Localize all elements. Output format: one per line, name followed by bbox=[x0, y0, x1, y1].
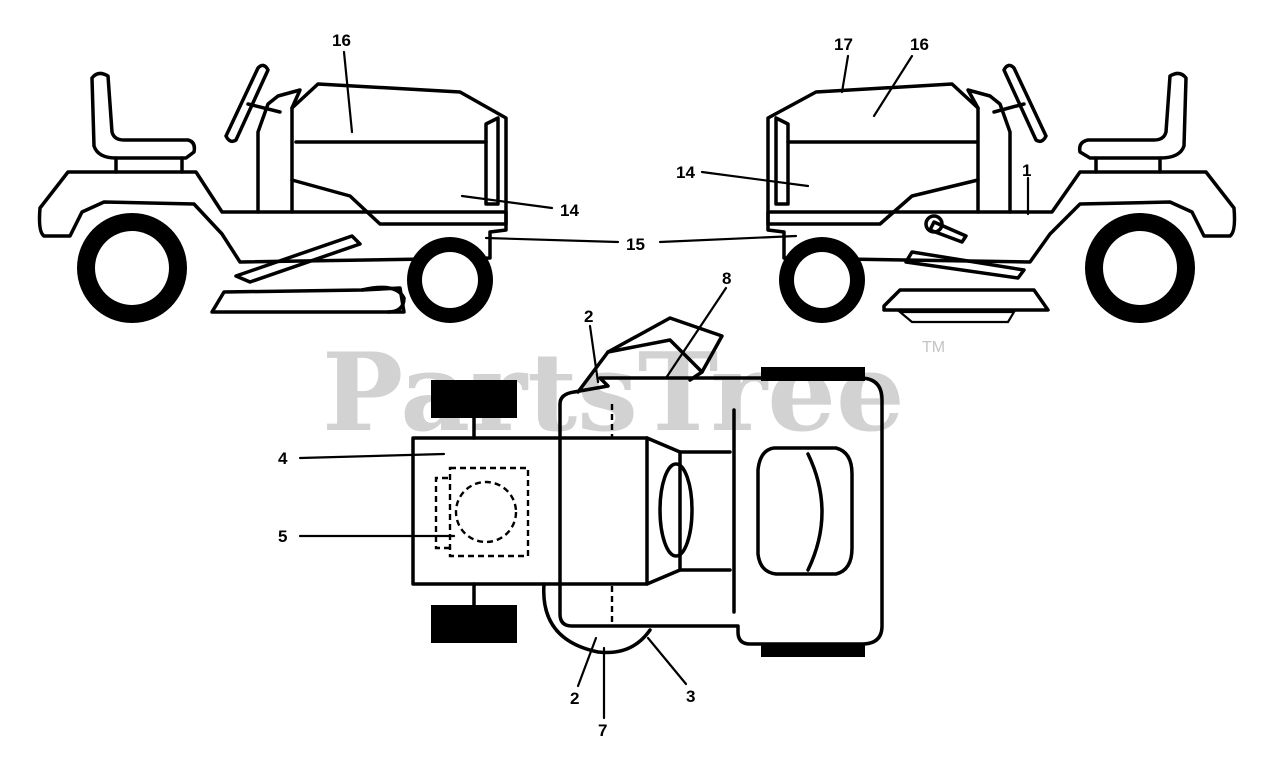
front-tire-bottom bbox=[761, 643, 865, 657]
lift-lever bbox=[928, 220, 968, 244]
deck-outline bbox=[542, 582, 652, 655]
lift-lever bbox=[234, 234, 362, 284]
hood-top-curve bbox=[806, 452, 824, 572]
decal-outline-circle bbox=[454, 480, 518, 544]
callout-2-top: 2 bbox=[584, 307, 593, 326]
callout-14-left: 14 bbox=[560, 201, 579, 220]
seat bbox=[1077, 71, 1188, 160]
deck-skirt bbox=[896, 310, 1016, 324]
hood bbox=[290, 82, 508, 226]
mower-right-side-view bbox=[766, 63, 1237, 324]
leader-16-left bbox=[342, 50, 354, 134]
leader-15-right bbox=[658, 234, 798, 244]
discharge-chute-top bbox=[576, 316, 724, 394]
leader-lines bbox=[298, 50, 1030, 720]
steering-wheel bbox=[224, 63, 270, 144]
steering-top bbox=[658, 462, 694, 558]
callout-1: 1 bbox=[1022, 161, 1031, 180]
steering-column bbox=[246, 102, 282, 114]
hood-top bbox=[756, 446, 854, 576]
steering-wheel bbox=[1002, 63, 1048, 144]
leader-15-left bbox=[484, 236, 620, 244]
rear-wheel-hub bbox=[1103, 231, 1177, 305]
leader-2-top bbox=[588, 324, 600, 384]
callout-17: 17 bbox=[834, 35, 853, 54]
mower-top-view bbox=[411, 316, 884, 657]
seat bbox=[90, 71, 197, 160]
hood-grille bbox=[484, 116, 500, 206]
callout-5: 5 bbox=[278, 527, 287, 546]
rear-wheel-hub bbox=[95, 231, 169, 305]
deck-link bbox=[904, 250, 1026, 280]
callout-14-right: 14 bbox=[676, 163, 695, 182]
lift-lever-knob bbox=[924, 214, 944, 234]
hood-grille bbox=[774, 116, 790, 206]
callout-2-bottom: 2 bbox=[570, 689, 579, 708]
leader-14-right bbox=[700, 170, 810, 188]
leader-16-right bbox=[872, 54, 914, 118]
rear-tire-top bbox=[431, 380, 517, 418]
callout-8: 8 bbox=[722, 269, 731, 288]
steering-column bbox=[992, 102, 1026, 114]
callout-16-right: 16 bbox=[910, 35, 929, 54]
rear-tire-bottom bbox=[431, 605, 517, 643]
hood bbox=[766, 82, 980, 226]
watermark-trademark: TM bbox=[922, 339, 945, 356]
seat-base bbox=[1094, 156, 1162, 174]
rear-fender-block bbox=[411, 436, 649, 586]
leader-2-bottom bbox=[576, 636, 598, 688]
leader-17 bbox=[840, 54, 850, 94]
decal-outline-side bbox=[434, 476, 450, 550]
rear-fender bbox=[37, 170, 508, 264]
callout-4: 4 bbox=[278, 449, 288, 468]
rear-fender bbox=[766, 170, 1237, 264]
leader-3 bbox=[646, 636, 688, 686]
discharge-chute bbox=[360, 285, 406, 314]
callout-labels: 16 14 15 17 16 14 1 8 2 4 5 2 7 3 bbox=[278, 31, 1031, 740]
mower-left-side-view bbox=[37, 63, 508, 323]
callout-3: 3 bbox=[686, 687, 695, 706]
mower-deck bbox=[882, 288, 1050, 312]
decal-outline-square bbox=[448, 466, 530, 558]
leader-8 bbox=[664, 286, 728, 380]
chute-inner bbox=[606, 338, 704, 374]
leader-14-left bbox=[460, 194, 554, 210]
seat-base bbox=[114, 156, 184, 174]
top-body bbox=[558, 376, 884, 646]
front-wheel-hub bbox=[794, 252, 850, 308]
callout-16-left: 16 bbox=[332, 31, 351, 50]
callout-7: 7 bbox=[598, 721, 607, 740]
leader-4 bbox=[298, 452, 446, 460]
mower-deck bbox=[210, 286, 406, 314]
callout-15: 15 bbox=[626, 235, 645, 254]
front-wheel-hub bbox=[422, 252, 478, 308]
